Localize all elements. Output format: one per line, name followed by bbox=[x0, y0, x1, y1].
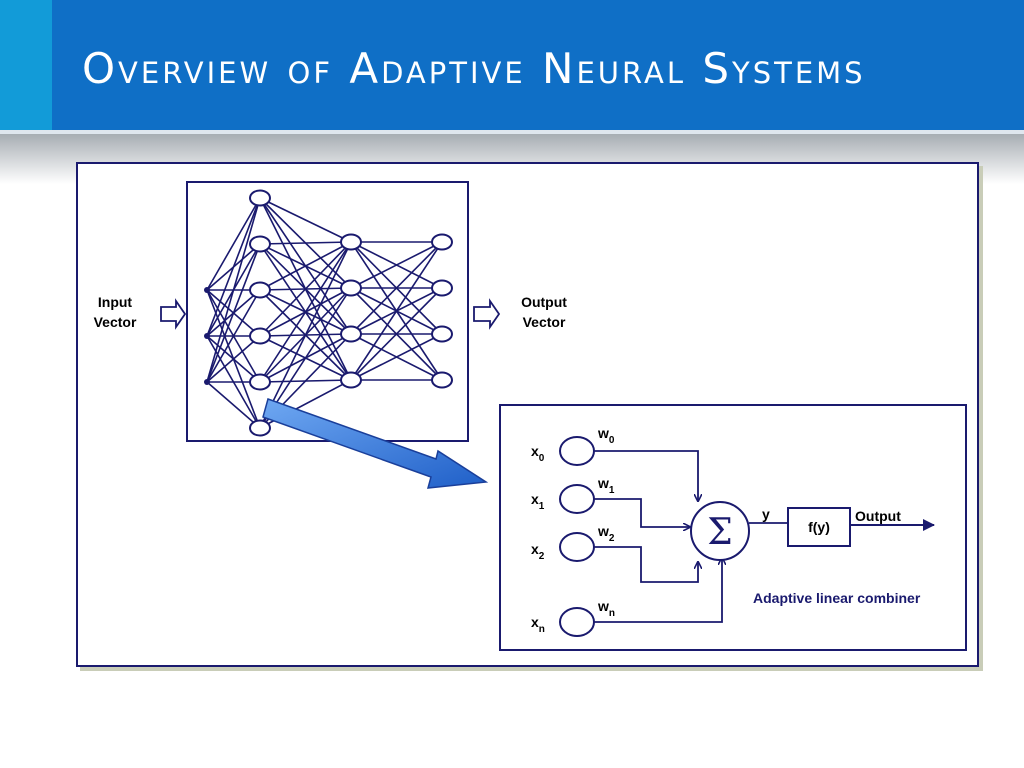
input-dot bbox=[204, 287, 210, 293]
summation-node bbox=[690, 501, 750, 561]
y-label: y bbox=[762, 506, 770, 522]
network-connection bbox=[206, 289, 261, 383]
input-vector-label-line2: Vector bbox=[94, 314, 137, 330]
header-divider bbox=[0, 130, 1024, 134]
neural-system-diagram: Input Vector Output Vector x0 x1 x2 xn w… bbox=[94, 181, 967, 651]
network-connection bbox=[259, 241, 352, 337]
network-node bbox=[249, 189, 271, 207]
output-arrow-icon bbox=[473, 298, 501, 330]
network-connection bbox=[206, 243, 261, 383]
slide-title: Overview of Adaptive Neural Systems bbox=[82, 44, 866, 93]
network-connection bbox=[259, 241, 352, 245]
network-connection bbox=[350, 241, 443, 335]
network-connection bbox=[259, 241, 352, 383]
input-dot bbox=[204, 333, 210, 339]
network-node bbox=[431, 279, 453, 297]
combiner-box bbox=[499, 404, 967, 651]
wn-label: wn bbox=[597, 598, 615, 619]
network-node bbox=[249, 281, 271, 299]
zoom-arrow-icon bbox=[262, 398, 489, 489]
combiner-input-node bbox=[559, 436, 595, 466]
activation-box bbox=[787, 507, 851, 547]
w1-connection bbox=[594, 498, 690, 527]
network-node bbox=[431, 325, 453, 343]
network-node bbox=[249, 373, 271, 391]
output-vector-label-line2: Vector bbox=[523, 314, 566, 330]
x1-label: x1 bbox=[531, 491, 545, 512]
network-node bbox=[340, 371, 362, 389]
network-connections bbox=[206, 197, 443, 429]
network-connection bbox=[350, 333, 443, 381]
network-connection bbox=[350, 241, 443, 289]
w2-label: w2 bbox=[597, 523, 615, 544]
sigma-icon: Σ bbox=[707, 512, 732, 553]
w0-label: w0 bbox=[597, 425, 615, 446]
input-arrow-icon bbox=[160, 298, 187, 330]
network-connection bbox=[206, 197, 261, 383]
network-connection bbox=[259, 241, 352, 291]
w0-connection bbox=[594, 450, 698, 501]
slide-header bbox=[0, 0, 1024, 130]
network-connection bbox=[350, 241, 443, 381]
w1-label: w1 bbox=[597, 475, 615, 496]
x2-label: x2 bbox=[531, 541, 545, 562]
network-connection bbox=[259, 241, 352, 429]
network-box bbox=[186, 181, 469, 442]
input-nodes bbox=[204, 287, 210, 385]
network-node bbox=[340, 233, 362, 251]
output-label: Output bbox=[855, 508, 901, 524]
activation-label: f(y) bbox=[808, 519, 830, 535]
network-node bbox=[431, 233, 453, 251]
wn-connection bbox=[594, 558, 722, 623]
network-node bbox=[431, 371, 453, 389]
network-node bbox=[249, 419, 271, 437]
network-connection bbox=[206, 197, 261, 291]
network-connection bbox=[206, 335, 261, 383]
network-connection bbox=[206, 381, 261, 429]
header-accent-bar bbox=[0, 0, 52, 130]
network-connection bbox=[206, 197, 261, 337]
network-connection bbox=[259, 197, 352, 243]
network-node bbox=[340, 279, 362, 297]
xn-label: xn bbox=[531, 614, 545, 635]
figure-panel: Input Vector Output Vector x0 x1 x2 xn w… bbox=[76, 162, 979, 667]
combiner-input-node bbox=[559, 607, 595, 637]
network-node bbox=[340, 325, 362, 343]
combiner-input-node bbox=[559, 532, 595, 562]
network-node bbox=[249, 235, 271, 253]
combiner-input-node bbox=[559, 484, 595, 514]
combiner-caption: Adaptive linear combiner bbox=[753, 590, 921, 606]
input-vector-label-line1: Input bbox=[98, 294, 133, 310]
output-vector-label-line1: Output bbox=[521, 294, 567, 310]
network-connection bbox=[350, 287, 443, 381]
network-nodes bbox=[249, 189, 453, 437]
w2-connection bbox=[594, 546, 698, 583]
x0-label: x0 bbox=[531, 443, 545, 464]
input-dot bbox=[204, 379, 210, 385]
network-node bbox=[249, 327, 271, 345]
